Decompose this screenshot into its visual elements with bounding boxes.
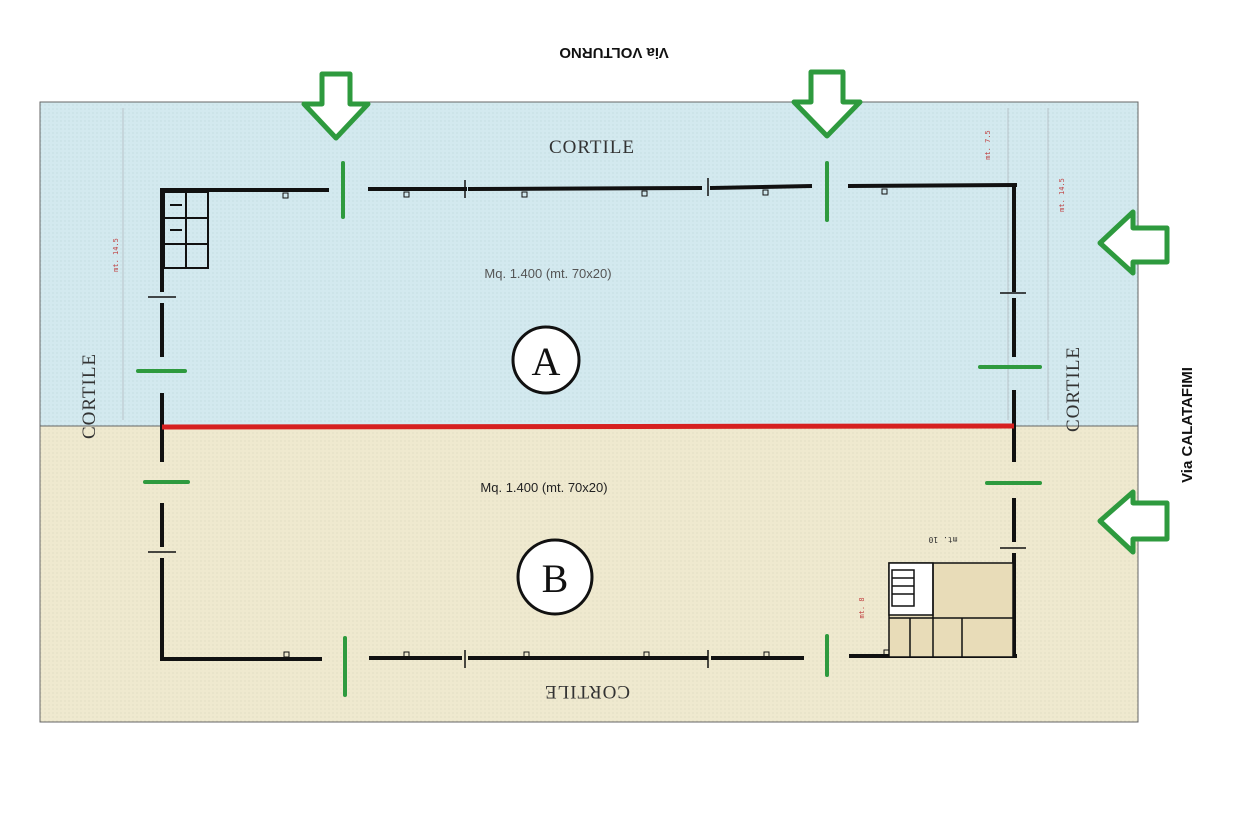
green-access-arrow-icon [301,69,1170,555]
courtyard-left-label: CORTILE [79,353,100,439]
street-top-label: Via VOLTURNO [559,44,669,61]
unit-b-area: Mq. 1.400 (mt. 70x20) [480,480,607,495]
pillars [282,188,890,658]
service-rooms-top-left [163,191,209,269]
dimension-right: mt. 14.5 [1058,178,1066,212]
street-right-label: Via CALATAFIMI [1179,367,1196,483]
service-rooms-bottom-right [888,562,1014,658]
entry-markers [136,161,1042,697]
unit-b-badge: B [516,538,594,616]
unit-a-badge: A [511,325,581,395]
building-walls [160,182,1018,661]
courtyard-top-label: CORTILE [549,137,635,158]
courtyard-right-label: CORTILE [1063,346,1084,432]
unit-a-label: A [532,339,561,384]
unit-a-area: Mq. 1.400 (mt. 70x20) [484,266,611,281]
dimension-left: mt. 14.5 [112,238,120,272]
courtyard-bottom-label: CORTILE [544,681,630,702]
division-line [161,423,1015,430]
dimension-small-left: mt. 8 [858,597,866,618]
dimension-small-right: mt. 10 [928,535,957,544]
unit-b-label: B [542,556,569,601]
door-ticks [148,178,1026,668]
dimension-top-right: mt. 7.5 [984,130,992,160]
